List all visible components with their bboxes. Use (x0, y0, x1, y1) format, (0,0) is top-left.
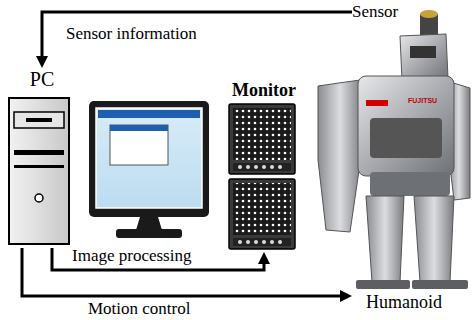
humanoid-robot-part (400, 34, 448, 80)
humanoid-robot-part (370, 172, 450, 196)
sensor-node: Sensor (352, 2, 410, 22)
edge-label: Motion control (88, 299, 190, 318)
humanoid-robot-part (318, 80, 362, 232)
monitor-pair (226, 80, 298, 252)
node-label: PC (5, 68, 79, 90)
monitor-pair-part (246, 240, 250, 244)
pc-tower-part (9, 98, 69, 244)
pc-tower-part (14, 165, 64, 168)
monitor-node: Monitor (226, 80, 302, 252)
pc-node: PC (5, 68, 79, 248)
monitor-pair-part (254, 240, 258, 244)
humanoid-robot-part (366, 100, 388, 106)
humanoid-robot-part (366, 196, 404, 282)
pc-tower-part (14, 112, 64, 128)
edge-label: Image processing (72, 246, 191, 265)
monitor-pair-part (254, 165, 258, 169)
monitor-pair-part (270, 240, 274, 244)
pc-tower-part (26, 118, 52, 122)
monitor-pair-part (233, 183, 291, 235)
monitor-pair-part (278, 165, 282, 169)
node-label: Sensor (352, 2, 410, 22)
monitor-pair-part (262, 240, 266, 244)
humanoid-robot-part (412, 280, 468, 289)
humanoid-robot (300, 6, 472, 312)
monitor-pair-part (278, 240, 282, 244)
humanoid-robot-part (370, 118, 442, 158)
pc-tower-part (35, 194, 43, 202)
edge-label: Sensor information (66, 24, 197, 43)
monitor-pair-part (246, 165, 250, 169)
humanoid-robot-part (356, 280, 410, 289)
monitor-pair-part (233, 108, 291, 160)
monitor-pair-part (233, 238, 291, 246)
arrow-connector (42, 12, 352, 62)
humanoid-robot-part (414, 196, 454, 282)
logo-text: FUJITSU (408, 97, 437, 105)
desktop-monitor (86, 98, 212, 242)
humanoid-node: Humanoid (352, 6, 470, 312)
monitor-pair-part (229, 104, 295, 174)
monitor-pair-part (233, 163, 291, 171)
humanoid-robot-part (420, 10, 438, 18)
humanoid-robot-part (410, 46, 436, 58)
pc-tower-part (14, 150, 64, 155)
monitor-pair-part (229, 179, 295, 249)
pc-tower (5, 68, 75, 248)
monitor-pair-part (270, 165, 274, 169)
node-label: Monitor (226, 80, 302, 100)
node-label: Humanoid (366, 292, 442, 312)
monitor-pair-part (238, 165, 242, 169)
monitor-pair-part (262, 165, 266, 169)
humanoid-robot-part (358, 76, 454, 176)
monitor-pair-part (238, 240, 242, 244)
